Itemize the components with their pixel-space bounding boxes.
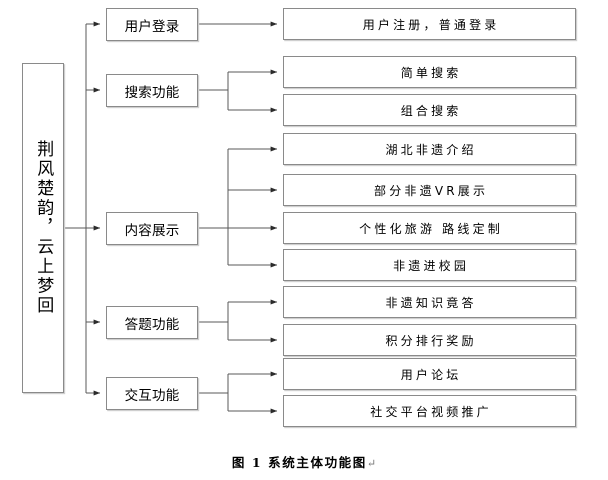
leaf-node-ich-knowledge-quiz[interactable]: 非遗知识竟答 xyxy=(283,286,576,318)
root-node-label: 荆风楚韵，云上梦回 xyxy=(33,140,54,316)
leaf-node-combined-search[interactable]: 组合搜索 xyxy=(283,94,576,126)
branch-node-user-login[interactable]: 用户登录 xyxy=(106,8,198,41)
leaf-label: 非遗进校园 xyxy=(393,258,470,273)
leaf-node-user-register-normal-login[interactable]: 用户注册，普通登录 xyxy=(283,8,576,40)
leaf-label: 部分非遗VR展示 xyxy=(374,183,489,198)
paragraph-mark-icon: ↵ xyxy=(366,457,377,470)
leaf-node-simple-search[interactable]: 简单搜索 xyxy=(283,56,576,88)
leaf-node-partial-ich-vr-display[interactable]: 部分非遗VR展示 xyxy=(283,174,576,206)
leaf-label: 湖北非遗介绍 xyxy=(385,142,477,157)
branch-node-interaction-function[interactable]: 交互功能 xyxy=(106,377,198,410)
leaf-node-user-forum[interactable]: 用户论坛 xyxy=(283,358,576,390)
leaf-label: 用户论坛 xyxy=(400,367,462,382)
leaf-label: 非遗知识竟答 xyxy=(385,295,477,310)
leaf-node-points-ranking-reward[interactable]: 积分排行奖励 xyxy=(283,324,576,356)
leaf-node-ich-into-campus[interactable]: 非遗进校园 xyxy=(283,249,576,281)
branch-label: 用户登录 xyxy=(124,18,180,35)
root-node[interactable]: 荆风楚韵，云上梦回 xyxy=(22,63,64,393)
branch-label: 交互功能 xyxy=(124,387,180,404)
leaf-node-personalized-tour-route[interactable]: 个性化旅游 路线定制 xyxy=(283,212,576,244)
branch-node-search-function[interactable]: 搜索功能 xyxy=(106,74,198,107)
branch-label: 搜索功能 xyxy=(124,84,180,101)
leaf-label: 社交平台视频推广 xyxy=(370,404,492,419)
leaf-node-social-video-promotion[interactable]: 社交平台视频推广 xyxy=(283,395,576,427)
branch-node-quiz-function[interactable]: 答题功能 xyxy=(106,306,198,339)
leaf-node-hubei-ich-intro[interactable]: 湖北非遗介绍 xyxy=(283,133,576,165)
leaf-label: 简单搜索 xyxy=(400,65,462,80)
figure-caption-text: 图 1 系统主体功能图 xyxy=(231,455,367,470)
leaf-label: 个性化旅游 路线定制 xyxy=(359,221,503,236)
branch-label: 内容展示 xyxy=(124,222,180,239)
leaf-label: 组合搜索 xyxy=(400,103,462,118)
branch-node-content-display[interactable]: 内容展示 xyxy=(106,212,198,245)
branch-label: 答题功能 xyxy=(124,316,180,333)
leaf-label: 积分排行奖励 xyxy=(385,333,477,348)
figure-caption: 图 1 系统主体功能图↵ xyxy=(0,452,608,471)
leaf-label: 用户注册，普通登录 xyxy=(362,17,500,32)
